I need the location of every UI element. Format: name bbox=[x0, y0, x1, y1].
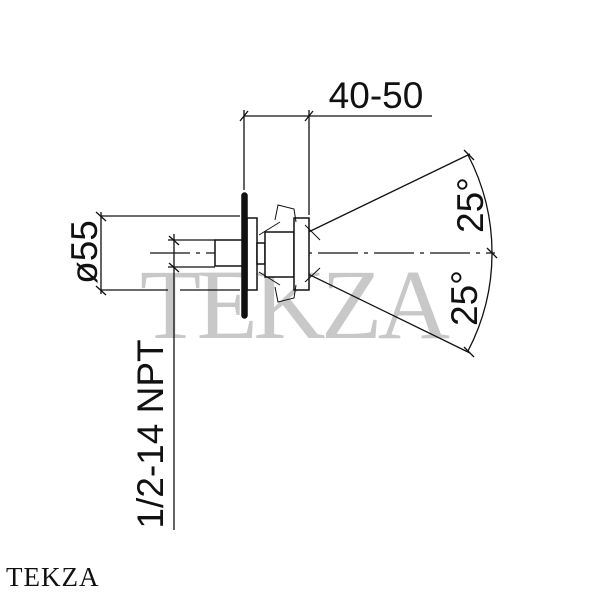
angle-down-label: 25° bbox=[444, 270, 485, 326]
depth-label: 40-50 bbox=[329, 75, 424, 116]
flange bbox=[246, 217, 258, 291]
wall-plate bbox=[241, 192, 248, 319]
angle-up-label: 25° bbox=[450, 177, 491, 233]
valve-part bbox=[214, 192, 321, 319]
diameter-label: ø55 bbox=[64, 220, 105, 284]
body bbox=[264, 231, 295, 278]
brand-logo-text: TEKZA bbox=[6, 562, 100, 592]
handle-disc bbox=[293, 217, 310, 291]
stub-pipe bbox=[214, 239, 245, 267]
handle-rotated-outline bbox=[258, 204, 321, 303]
nipple bbox=[256, 242, 266, 265]
thread-label: 1/2-14 NPT bbox=[130, 339, 171, 528]
